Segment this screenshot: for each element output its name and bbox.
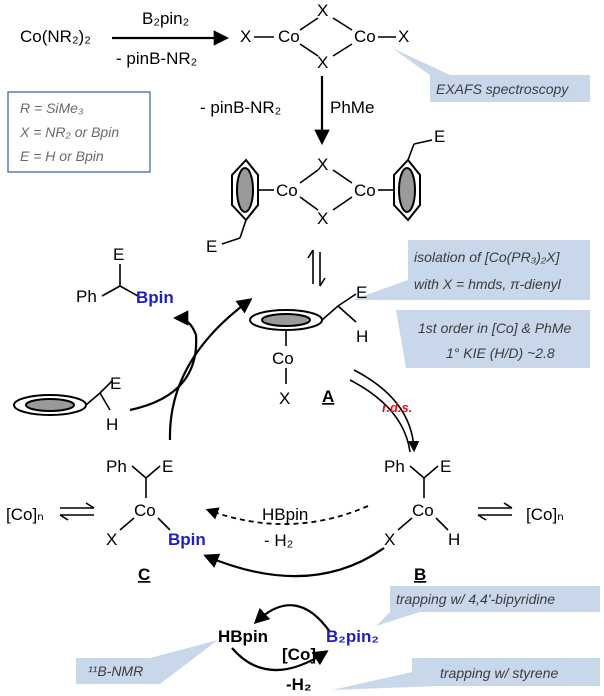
complex-B: Ph E Co X H B — [384, 457, 460, 584]
svg-text:H: H — [106, 415, 118, 434]
svg-text:E: E — [113, 245, 124, 264]
callout-trapping-bipyridine: trapping w/ 4,4'-bipyridine — [376, 586, 600, 626]
svg-text:X: X — [317, 209, 328, 228]
arrow-product-release — [129, 310, 198, 412]
byproduct-pinb-nr2-step2: - pinB-NR₂ — [200, 98, 281, 117]
complex-C: Ph E Co X Bpin C — [106, 457, 206, 584]
svg-text:Bpin: Bpin — [136, 288, 174, 307]
callout-nmr: ¹¹B-NMR — [76, 640, 218, 684]
svg-text:Ph: Ph — [76, 287, 97, 306]
callout-order-line2: 1° KIE (H/D) ~2.8 — [446, 345, 555, 361]
label-C: C — [138, 565, 150, 584]
svg-text:Bpin: Bpin — [168, 530, 206, 549]
callout-isolation-line2: with X = hmds, π-dienyl — [414, 276, 562, 292]
step2-reagents: - pinB-NR₂ PhMe — [200, 98, 374, 117]
byproduct-h2-dashed: - H₂ — [264, 531, 293, 550]
dashed-hbpin-pathway: HBpin - H₂ — [205, 505, 369, 550]
svg-text:X: X — [398, 27, 409, 46]
legend-r: R = SiMe₃ — [20, 100, 84, 116]
co-n-left: [Co]ₙ — [6, 505, 44, 524]
byproduct-pinb-nr2: - pinB-NR₂ — [116, 49, 197, 68]
legend-e: E = H or Bpin — [20, 148, 104, 164]
byproduct-h2-bottom: -H₂ — [286, 675, 312, 694]
svg-text:H: H — [356, 327, 368, 346]
svg-text:Co: Co — [354, 27, 376, 46]
legend-box: R = SiMe₃ X = NR₂ or Bpin E = H or Bpin — [7, 91, 151, 173]
reagent-hbpin: HBpin — [218, 627, 268, 646]
svg-text:E: E — [356, 283, 367, 302]
callout-nmr-text: ¹¹B-NMR — [88, 663, 143, 679]
svg-text:X: X — [279, 389, 290, 408]
callout-isolation-line1: isolation of [Co(PR₃)₂X] — [414, 249, 561, 265]
svg-text:Co: Co — [354, 181, 376, 200]
cobalt-dimer-top: X Co X X Co X — [240, 1, 409, 72]
svg-text:X: X — [384, 530, 395, 549]
arene-cobalt-dimer: E Co X X Co E — [206, 127, 445, 256]
boron-source-cycle: HBpin B₂pin₂ [Co] -H₂ — [218, 604, 379, 694]
svg-text:E: E — [206, 237, 217, 256]
co-n-equilibrium-right: [Co]ₙ — [477, 502, 564, 524]
start-complex-co-nr2-2: Co(NR₂)₂ — [20, 27, 91, 46]
catalyst-co: [Co] — [282, 645, 316, 664]
substrate-arene: E H — [13, 374, 121, 434]
label-B: B — [414, 565, 426, 584]
callout-order: 1st order in [Co] & PhMe 1° KIE (H/D) ~2… — [396, 310, 590, 368]
svg-text:Co: Co — [276, 181, 298, 200]
svg-text:E: E — [110, 374, 121, 393]
callout-exafs-text: EXAFS spectroscopy — [436, 81, 569, 97]
arrow-C-to-A — [168, 298, 253, 441]
reagent-b2pin2-bottom: B₂pin₂ — [326, 627, 379, 646]
svg-text:Ph: Ph — [106, 457, 127, 476]
callout-trapping-bipyridine-text: trapping w/ 4,4'-bipyridine — [396, 591, 555, 607]
arrow-B-to-C — [203, 547, 385, 578]
svg-text:Co: Co — [134, 501, 156, 520]
svg-text:Ph: Ph — [384, 457, 405, 476]
rds-label: r.d.s. — [382, 400, 412, 415]
rds-step-arrows: r.d.s. — [349, 369, 420, 453]
complex-A: E H Co X A — [249, 283, 368, 408]
svg-text:H: H — [448, 530, 460, 549]
svg-text:X: X — [240, 27, 251, 46]
co-n-equilibrium-left: [Co]ₙ — [6, 502, 95, 524]
product-benzyl-boronate: Ph E Bpin — [76, 245, 174, 307]
svg-text:E: E — [440, 457, 451, 476]
co-n-right: [Co]ₙ — [526, 505, 564, 524]
svg-text:X: X — [106, 530, 117, 549]
svg-text:Co: Co — [272, 349, 294, 368]
legend-x: X = NR₂ or Bpin — [19, 124, 119, 140]
callout-isolation: isolation of [Co(PR₃)₂X] with X = hmds, … — [352, 240, 590, 300]
callout-order-line1: 1st order in [Co] & PhMe — [418, 320, 572, 336]
reagent-hbpin-dashed: HBpin — [262, 505, 308, 524]
svg-text:E: E — [162, 457, 173, 476]
equilibrium-arrow-vertical — [307, 249, 326, 287]
svg-text:Co: Co — [412, 501, 434, 520]
callout-trapping-styrene-text: trapping w/ styrene — [440, 665, 558, 681]
reagent-phme: PhMe — [330, 98, 374, 117]
svg-text:X: X — [317, 53, 328, 72]
svg-text:X: X — [317, 155, 328, 174]
svg-text:E: E — [434, 127, 445, 146]
label-A: A — [322, 387, 334, 406]
callout-exafs: EXAFS spectroscopy — [392, 48, 590, 102]
svg-text:Co: Co — [278, 27, 300, 46]
callout-trapping-styrene: trapping w/ styrene — [332, 658, 600, 690]
svg-text:X: X — [317, 1, 328, 20]
reagent-b2pin2: B₂pin₂ — [142, 9, 189, 28]
